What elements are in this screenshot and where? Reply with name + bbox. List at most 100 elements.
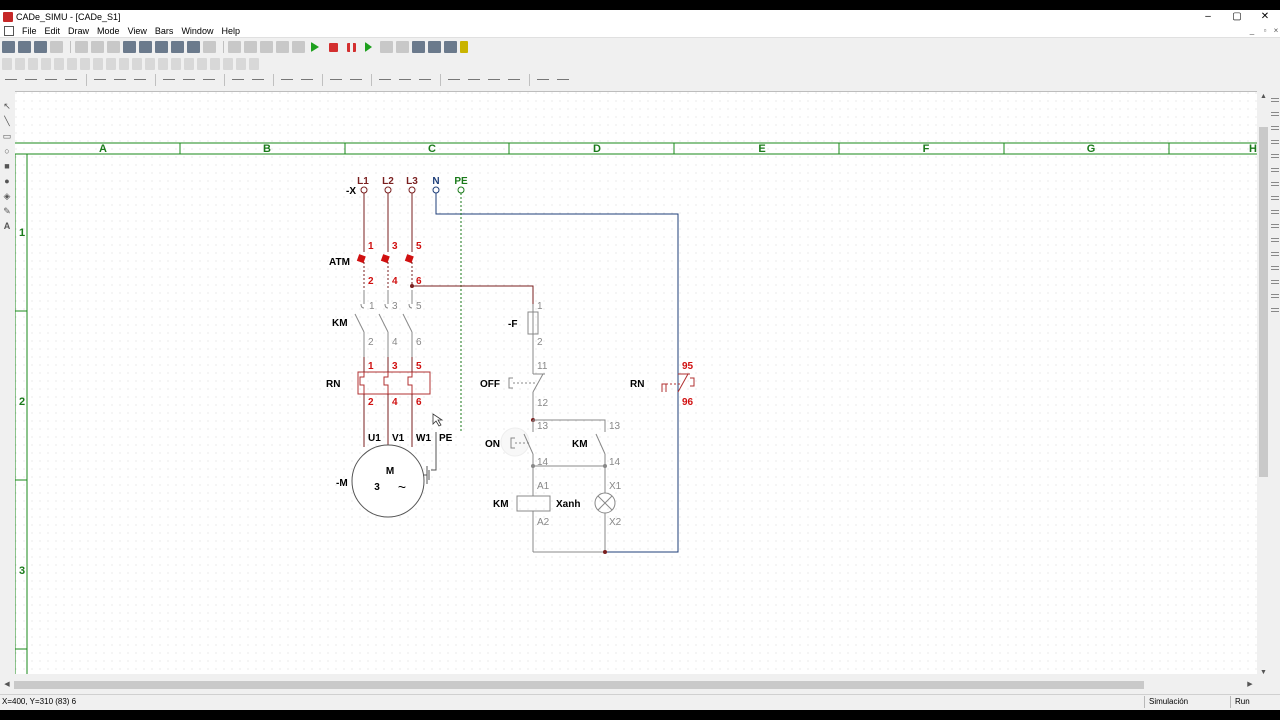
- pen-icon[interactable]: ✎: [3, 206, 11, 216]
- zoom-window-icon[interactable]: [396, 41, 409, 53]
- right-tool-10-icon[interactable]: [1271, 224, 1279, 228]
- right-tool-3-icon[interactable]: [1271, 126, 1279, 130]
- fill-icon[interactable]: ◈: [3, 191, 11, 201]
- library-5-icon[interactable]: [187, 41, 200, 53]
- component-9-icon[interactable]: [106, 58, 116, 70]
- open-file-icon[interactable]: [18, 41, 31, 53]
- horizontal-scroll-thumb[interactable]: [14, 681, 1144, 689]
- menu-draw[interactable]: Draw: [68, 25, 90, 36]
- component-5-icon[interactable]: [54, 58, 64, 70]
- library-1-icon[interactable]: [123, 41, 136, 53]
- symbol-20-icon[interactable]: [445, 75, 463, 85]
- right-tool-12-icon[interactable]: [1271, 252, 1279, 256]
- rn-aux-contact[interactable]: [661, 373, 695, 393]
- symbol-11-icon[interactable]: [229, 75, 247, 85]
- indicator-lamp[interactable]: [533, 466, 616, 553]
- line-icon[interactable]: ╲: [4, 116, 10, 126]
- right-tool-14-icon[interactable]: [1271, 280, 1279, 284]
- mdi-restore-icon[interactable]: ▫: [1263, 26, 1267, 35]
- motor[interactable]: M 3 ~: [351, 444, 425, 518]
- component-14-icon[interactable]: [171, 58, 181, 70]
- library-3-icon[interactable]: [155, 41, 168, 53]
- symbol-16-icon[interactable]: [347, 75, 365, 85]
- filled-rectangle-icon[interactable]: ■: [4, 161, 10, 171]
- right-tool-7-icon[interactable]: [1271, 182, 1279, 186]
- menu-file[interactable]: File: [22, 25, 37, 36]
- step-simulation-icon[interactable]: [365, 42, 372, 52]
- symbol-5-icon[interactable]: [91, 75, 109, 85]
- right-tool-4-icon[interactable]: [1271, 140, 1279, 144]
- symbol-3-icon[interactable]: [42, 75, 60, 85]
- save-icon[interactable]: [34, 41, 47, 53]
- redo-icon[interactable]: [244, 41, 257, 53]
- print-icon[interactable]: [50, 41, 63, 53]
- paste-icon[interactable]: [107, 41, 120, 53]
- vertical-scrollbar[interactable]: ▲ ▼: [1257, 91, 1270, 681]
- symbol-13-icon[interactable]: [278, 75, 296, 85]
- symbol-17-icon[interactable]: [376, 75, 394, 85]
- symbol-22-icon[interactable]: [485, 75, 503, 85]
- wire-icon[interactable]: [380, 41, 393, 53]
- symbol-24-icon[interactable]: [534, 75, 552, 85]
- menu-view[interactable]: View: [127, 25, 147, 36]
- fuse[interactable]: [527, 304, 539, 342]
- rotate-icon[interactable]: [260, 41, 273, 53]
- menu-help[interactable]: Help: [221, 25, 240, 36]
- right-tool-13-icon[interactable]: [1271, 266, 1279, 270]
- on-pushbutton[interactable]: [500, 419, 606, 466]
- rectangle-icon[interactable]: ▭: [2, 131, 12, 141]
- right-tool-6-icon[interactable]: [1271, 168, 1279, 172]
- right-tool-1-icon[interactable]: [1271, 98, 1279, 102]
- component-6-icon[interactable]: [67, 58, 77, 70]
- component-16-icon[interactable]: [197, 58, 207, 70]
- right-tool-5-icon[interactable]: [1271, 154, 1279, 158]
- right-tool-9-icon[interactable]: [1271, 210, 1279, 214]
- component-2-icon[interactable]: [15, 58, 25, 70]
- ellipse-icon[interactable]: ○: [4, 146, 10, 156]
- undo-icon[interactable]: [228, 41, 241, 53]
- component-12-icon[interactable]: [145, 58, 155, 70]
- zoom-in-icon[interactable]: [428, 41, 441, 53]
- menu-bars[interactable]: Bars: [154, 25, 174, 36]
- component-17-icon[interactable]: [210, 58, 220, 70]
- symbol-25-icon[interactable]: [554, 75, 572, 85]
- mdi-close-icon[interactable]: ×: [1273, 26, 1279, 35]
- flip-icon[interactable]: [276, 41, 289, 53]
- stop-simulation-icon[interactable]: [329, 42, 338, 52]
- symbol-1-icon[interactable]: [2, 75, 20, 85]
- symbol-14-icon[interactable]: [298, 75, 316, 85]
- scroll-up-icon[interactable]: ▲: [1260, 93, 1267, 100]
- component-8-icon[interactable]: [93, 58, 103, 70]
- symbol-19-icon[interactable]: [416, 75, 434, 85]
- zoom-fit-icon[interactable]: [412, 41, 425, 53]
- scroll-left-icon[interactable]: ◀: [4, 681, 10, 688]
- scroll-right-icon[interactable]: ▶: [1247, 681, 1253, 688]
- symbol-18-icon[interactable]: [396, 75, 414, 85]
- scroll-down-icon[interactable]: ▼: [1260, 669, 1267, 676]
- component-20-icon[interactable]: [249, 58, 259, 70]
- close-button[interactable]: ✕: [1260, 11, 1270, 22]
- zoom-out-icon[interactable]: [444, 41, 457, 53]
- mdi-minimize-icon[interactable]: _: [1249, 26, 1255, 35]
- symbol-23-icon[interactable]: [505, 75, 523, 85]
- right-tool-16-icon[interactable]: [1271, 308, 1279, 312]
- library-2-icon[interactable]: [139, 41, 152, 53]
- mirror-icon[interactable]: [292, 41, 305, 53]
- symbol-21-icon[interactable]: [465, 75, 483, 85]
- minimize-button[interactable]: –: [1205, 11, 1211, 22]
- symbol-2-icon[interactable]: [22, 75, 40, 85]
- horizontal-scrollbar[interactable]: ◀ ▶: [0, 679, 1257, 691]
- component-11-icon[interactable]: [132, 58, 142, 70]
- km-coil[interactable]: [516, 466, 551, 552]
- component-15-icon[interactable]: [184, 58, 194, 70]
- symbol-9-icon[interactable]: [180, 75, 198, 85]
- run-simulation-icon[interactable]: [311, 42, 319, 52]
- component-7-icon[interactable]: [80, 58, 90, 70]
- help-icon[interactable]: [460, 41, 468, 53]
- pause-simulation-icon[interactable]: [347, 42, 356, 52]
- component-10-icon[interactable]: [119, 58, 129, 70]
- right-tool-2-icon[interactable]: [1271, 112, 1279, 116]
- right-tool-11-icon[interactable]: [1271, 238, 1279, 242]
- component-19-icon[interactable]: [236, 58, 246, 70]
- right-tool-15-icon[interactable]: [1271, 294, 1279, 298]
